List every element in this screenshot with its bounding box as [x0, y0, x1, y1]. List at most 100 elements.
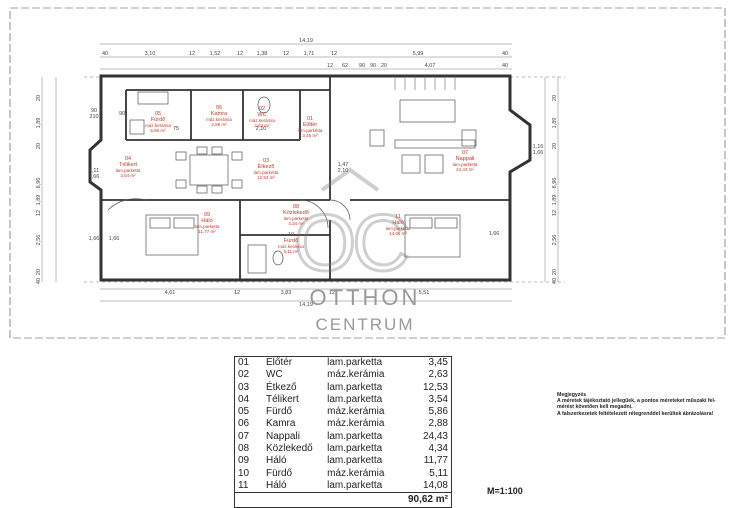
cell-name: Étkező — [266, 381, 297, 393]
room-area: 3,54 m² — [120, 173, 136, 178]
cell-name: Fürdő — [266, 467, 293, 479]
cell-floor: lam.parketta — [327, 357, 383, 368]
note-title: Megjegyzés — [557, 392, 587, 398]
dimension-label: 5,51 — [419, 290, 430, 296]
cell-num: 11 — [238, 479, 249, 491]
room-name: Közlekedő — [283, 210, 309, 216]
dimension-label: 12 — [189, 51, 195, 57]
cell-area: 3,54 — [428, 393, 448, 405]
dimension-label: 4,07 — [425, 63, 436, 69]
cell-num: 02 — [238, 369, 250, 381]
dimension-label: 90 — [91, 108, 97, 114]
cell-name: Háló — [266, 479, 287, 491]
room-area: 14,08 m² — [389, 231, 407, 236]
dimension-label: 12 — [331, 51, 337, 57]
dimension-label: 12 — [36, 210, 42, 216]
room-floor: máz.kerámia — [145, 123, 171, 128]
room-floor: lam.parketta — [195, 224, 220, 229]
dimension-label: 40 — [552, 278, 558, 284]
room-name: Étkező — [258, 163, 275, 170]
cell-area: 5,11 — [429, 467, 448, 479]
cell-area: 12,53 — [422, 381, 448, 393]
dimension-label: 1,66 — [89, 174, 100, 180]
dimension-label: 5,99 — [413, 51, 424, 57]
room-area: 3,45 m² — [302, 133, 318, 138]
room-num: 11 — [395, 214, 401, 220]
dimension-label: 1,71 — [304, 51, 315, 57]
cell-floor: lam.parketta — [327, 430, 383, 442]
cell-area: 4,34 — [428, 443, 448, 455]
dimension-label: 20 — [36, 269, 42, 275]
room-num: 03 — [263, 158, 269, 164]
cell-num: 09 — [238, 455, 250, 467]
room-floor: lam.parketta — [116, 168, 141, 173]
cell-floor: lam.parketta — [327, 479, 383, 491]
dimension-label: 90 — [359, 63, 365, 69]
room-floor: máz.kerámia — [249, 118, 275, 123]
window-marks — [394, 76, 456, 90]
cell-area: 2,88 — [428, 418, 448, 430]
dimension-label: 210 — [89, 114, 98, 120]
room-floor: máz.kerámia — [206, 117, 232, 122]
dimension-lines — [41, 43, 565, 302]
cell-name: Előtér — [266, 357, 293, 368]
cell-num: 01 — [238, 357, 250, 368]
cell-name: Kamra — [266, 418, 296, 430]
house-roof-icon — [320, 167, 380, 192]
room-floor: lam.parketta — [298, 128, 323, 133]
cell-num: 04 — [238, 393, 250, 405]
dimension-label: 14,19 — [299, 38, 313, 44]
cell-floor: lam.parketta — [327, 443, 383, 455]
cell-area: 5,86 — [428, 406, 448, 418]
watermark-centrum: CENTRUM — [316, 315, 415, 334]
cell-area: 2,63 — [428, 369, 448, 381]
dimension-label: 1,66 — [89, 236, 100, 242]
dimension-label: 2,56 — [36, 235, 42, 246]
dimension-label: 20 — [552, 269, 558, 275]
room-name: Télikert — [119, 162, 138, 168]
dimension-label: 40 — [102, 51, 108, 57]
room-num: 02 — [259, 106, 265, 112]
dimension-label: 4,61 — [165, 290, 176, 296]
dimension-label: 2,10 — [256, 126, 267, 132]
dimension-label: 12 — [552, 210, 558, 216]
dimension-label: 14,19 — [299, 302, 313, 308]
cell-num: 07 — [238, 430, 250, 442]
furniture — [107, 91, 477, 274]
room-name: Fürdő — [284, 238, 298, 244]
dimension-label: 90 — [370, 63, 376, 69]
room-num: 10 — [288, 232, 294, 238]
cell-name: Nappali — [266, 430, 300, 442]
dimension-label: 12 — [237, 51, 243, 57]
dimension-label: 1,89 — [36, 118, 42, 129]
dimension-label: 12 — [329, 290, 335, 296]
dimension-label: 2,56 — [552, 235, 558, 246]
total-spacer — [234, 492, 398, 508]
dimension-label: 1,66 — [109, 236, 120, 242]
cell-name: Fürdő — [266, 406, 293, 418]
dimension-label: 1,66 — [533, 150, 544, 156]
dimension-label: 1,52 — [210, 51, 221, 57]
dimension-label: 3,83 — [281, 290, 292, 296]
room-floor: máz.kerámia — [278, 244, 304, 249]
room-name: Előtér — [303, 122, 318, 128]
room-name: Nappali — [456, 156, 475, 162]
total-area: 90,62 m² — [397, 492, 452, 508]
cell-floor: lam.parketta — [327, 393, 383, 405]
cell-area: 11,77 — [423, 455, 448, 467]
